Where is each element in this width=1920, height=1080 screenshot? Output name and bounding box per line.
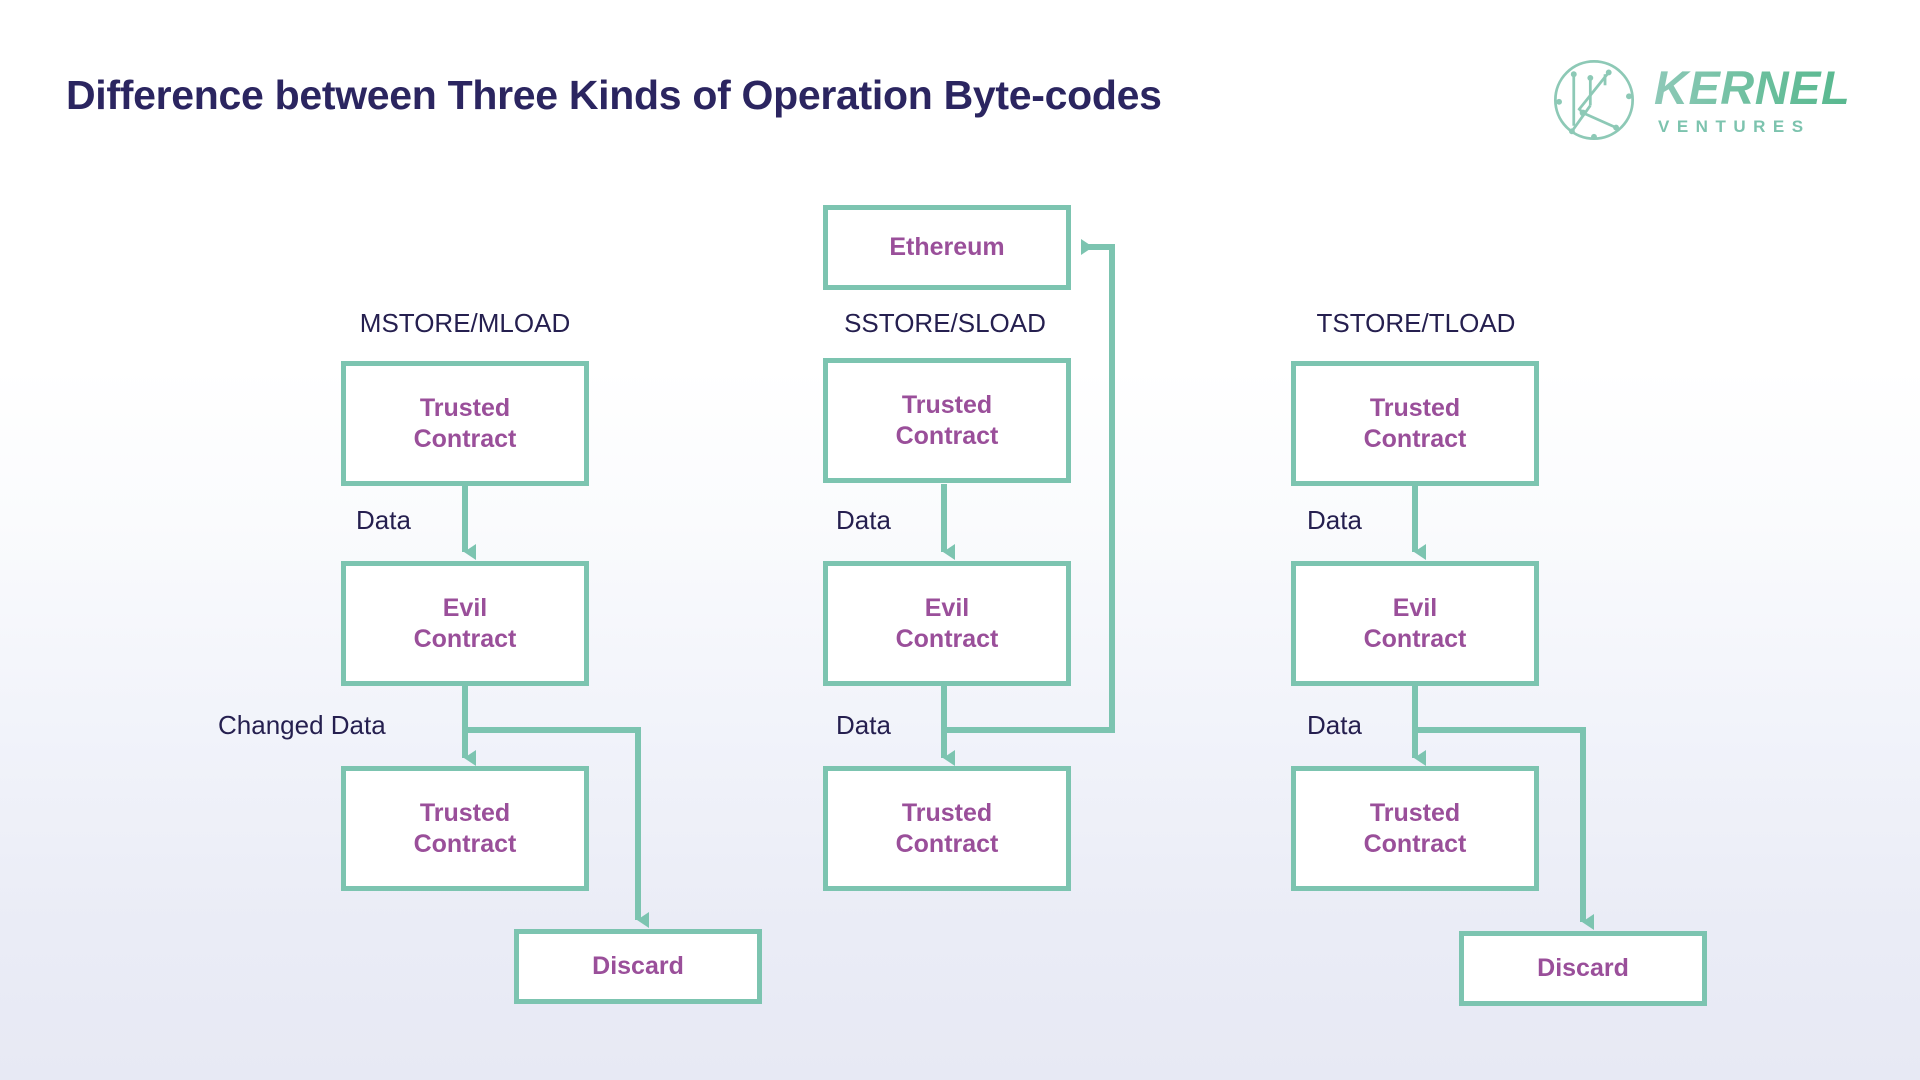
node-label-line1: Trusted: [419, 394, 511, 422]
node-label-line1: Ethereum: [889, 233, 1005, 262]
node-label-line2: Contract: [895, 829, 999, 858]
node-label-line1: Evil: [924, 594, 970, 622]
node-c2-trusted-contract-top: Trusted Contract: [823, 358, 1071, 483]
node-c2-trusted-contract-bottom: Trusted Contract: [823, 766, 1071, 891]
node-label-line2: Contract: [413, 424, 517, 453]
node-label-line2: Contract: [413, 624, 517, 653]
node-c2-ethereum: Ethereum: [823, 205, 1071, 290]
node-label-line1: Trusted: [1369, 394, 1461, 422]
node-label-line2: Contract: [895, 624, 999, 653]
column-header-mstore-mload: MSTORE/MLOAD: [359, 308, 571, 338]
node-label-line1: Trusted: [901, 799, 993, 827]
node-c3-discard: Discard: [1459, 931, 1707, 1006]
node-label-line1: Discard: [592, 952, 684, 981]
node-c3-trusted-contract-top: Trusted Contract: [1291, 361, 1539, 486]
node-label-line2: Contract: [1363, 829, 1467, 858]
node-label-line1: Evil: [1392, 594, 1438, 622]
node-c1-trusted-contract-top: Trusted Contract: [341, 361, 589, 486]
node-c2-evil-contract: Evil Contract: [823, 561, 1071, 686]
node-c1-discard: Discard: [514, 929, 762, 1004]
edge-label-c3-data-bottom: Data: [1307, 710, 1362, 740]
node-label-line2: Contract: [1363, 424, 1467, 453]
node-c1-trusted-contract-bottom: Trusted Contract: [341, 766, 589, 891]
edge-label-c1-changed-data: Changed Data: [218, 710, 386, 740]
node-label-line1: Trusted: [419, 799, 511, 827]
node-label-line2: Contract: [413, 829, 517, 858]
edge-label-c2-data-bottom: Data: [836, 710, 891, 740]
edge-label-c3-data-top: Data: [1307, 505, 1362, 535]
logo-name: KERNEL: [1654, 60, 1851, 114]
edge-label-c1-data: Data: [356, 505, 411, 535]
page-title: Difference between Three Kinds of Operat…: [66, 72, 1162, 118]
node-c3-evil-contract: Evil Contract: [1291, 561, 1539, 686]
column-header-sstore-sload: SSTORE/SLOAD: [844, 308, 1046, 338]
node-c3-trusted-contract-bottom: Trusted Contract: [1291, 766, 1539, 891]
node-label-line1: Trusted: [1369, 799, 1461, 827]
kernel-ventures-logo: KERNEL VENTURES: [1548, 48, 1858, 152]
edge-label-c2-data-top: Data: [836, 505, 891, 535]
logo-tagline: VENTURES: [1658, 116, 1811, 136]
node-label-line1: Discard: [1537, 954, 1629, 983]
column-header-tstore-tload: TSTORE/TLOAD: [1316, 308, 1516, 338]
node-label-line2: Contract: [895, 421, 999, 450]
node-label-line2: Contract: [1363, 624, 1467, 653]
logo-wordmark: KERNEL VENTURES: [1654, 64, 1850, 137]
node-label-line1: Evil: [442, 594, 488, 622]
node-label-line1: Trusted: [901, 391, 993, 419]
kernel-circle-k-icon: [1553, 59, 1635, 141]
node-c1-evil-contract: Evil Contract: [341, 561, 589, 686]
